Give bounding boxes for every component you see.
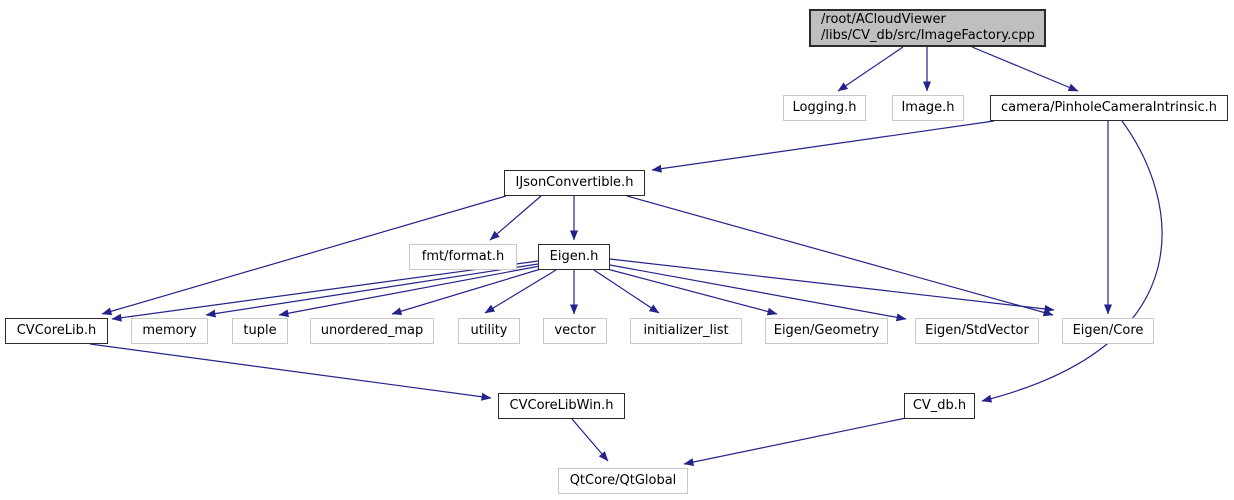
node-label-ijsonconvertible: IJsonConvertible.h bbox=[515, 175, 634, 190]
node-logging: Logging.h bbox=[783, 95, 866, 121]
node-label-eigenh: Eigen.h bbox=[549, 249, 599, 264]
node-initializer-list: initializer_list bbox=[630, 318, 742, 344]
node-label-image: Image.h bbox=[901, 100, 955, 115]
edge-camera-to-cvdb bbox=[981, 120, 1163, 403]
node-eigen-core: Eigen/Core bbox=[1062, 318, 1154, 344]
node-vector: vector bbox=[543, 318, 607, 344]
node-cvcorelibwin[interactable]: CVCoreLibWin.h bbox=[498, 393, 625, 419]
node-utility: utility bbox=[458, 318, 520, 344]
node-label-tuple: tuple bbox=[243, 323, 277, 338]
node-eigen-stdvector: Eigen/StdVector bbox=[915, 318, 1039, 344]
node-eigen-geometry: Eigen/Geometry bbox=[765, 318, 888, 344]
node-label-vector: vector bbox=[554, 323, 596, 338]
edge-eigenh-to-initializer-list bbox=[593, 269, 660, 314]
edge-eigenh-to-eigen-geometry bbox=[606, 268, 778, 316]
edge-eigenh-to-utility bbox=[484, 269, 557, 314]
node-eigenh[interactable]: Eigen.h bbox=[538, 244, 610, 270]
edge-eigenh-to-cvcorelib bbox=[111, 260, 539, 322]
node-label-cvdb: CV_db.h bbox=[912, 398, 967, 413]
node-label-imagefactory: /root/ACloudViewer /libs/CV_db/src/Image… bbox=[821, 12, 1035, 43]
node-label-fmtformat: fmt/format.h bbox=[421, 249, 505, 264]
node-label-eigen-core: Eigen/Core bbox=[1072, 323, 1144, 338]
node-camera[interactable]: camera/PinholeCameraIntrinsic.h bbox=[990, 95, 1228, 121]
node-label-memory: memory bbox=[142, 323, 197, 338]
edge-imagefactory-to-logging bbox=[837, 46, 904, 92]
node-label-cvcorelib: CVCoreLib.h bbox=[16, 323, 97, 338]
node-label-utility: utility bbox=[470, 323, 508, 338]
node-label-eigen-geometry: Eigen/Geometry bbox=[773, 323, 880, 338]
node-memory: memory bbox=[131, 318, 208, 344]
node-cvcorelib[interactable]: CVCoreLib.h bbox=[5, 318, 108, 344]
node-label-initializer-list: initializer_list bbox=[643, 323, 729, 338]
node-label-camera: camera/PinholeCameraIntrinsic.h bbox=[1001, 100, 1217, 115]
edge-eigenh-to-unordered-map bbox=[391, 267, 545, 316]
node-image: Image.h bbox=[892, 95, 964, 121]
edge-eigenh-to-eigen-stdvector bbox=[609, 264, 907, 322]
node-qtglobal: QtCore/QtGlobal bbox=[558, 468, 688, 494]
edge-cvdb-to-qtglobal bbox=[683, 417, 907, 466]
edge-camera-to-ijsonconvertible bbox=[651, 120, 995, 173]
node-fmtformat: fmt/format.h bbox=[409, 244, 517, 270]
node-imagefactory: /root/ACloudViewer /libs/CV_db/src/Image… bbox=[809, 9, 1046, 47]
node-ijsonconvertible[interactable]: IJsonConvertible.h bbox=[504, 170, 645, 196]
edge-ijsonconvertible-to-cvcorelib bbox=[101, 195, 507, 316]
node-label-unordered-map: unordered_map bbox=[320, 323, 424, 338]
edge-imagefactory-to-camera bbox=[971, 46, 1079, 92]
node-label-logging: Logging.h bbox=[792, 100, 857, 115]
edge-eigenh-to-eigen-core bbox=[609, 258, 1055, 313]
edge-ijsonconvertible-to-fmtformat bbox=[489, 195, 542, 241]
node-label-eigen-stdvector: Eigen/StdVector bbox=[925, 323, 1029, 338]
node-label-cvcorelibwin: CVCoreLibWin.h bbox=[509, 398, 614, 413]
node-cvdb[interactable]: CV_db.h bbox=[904, 393, 975, 419]
node-label-qtglobal: QtCore/QtGlobal bbox=[569, 473, 677, 488]
node-unordered-map: unordered_map bbox=[310, 318, 434, 344]
edge-ijsonconvertible-to-eigen-core bbox=[626, 195, 1054, 317]
edge-cvcorelibwin-to-qtglobal bbox=[571, 418, 609, 462]
edge-cvcorelib-to-cvcorelibwin bbox=[89, 343, 492, 401]
node-tuple: tuple bbox=[232, 318, 288, 344]
edge-eigenh-to-tuple bbox=[278, 265, 541, 318]
edge-eigenh-to-memory bbox=[205, 263, 539, 318]
